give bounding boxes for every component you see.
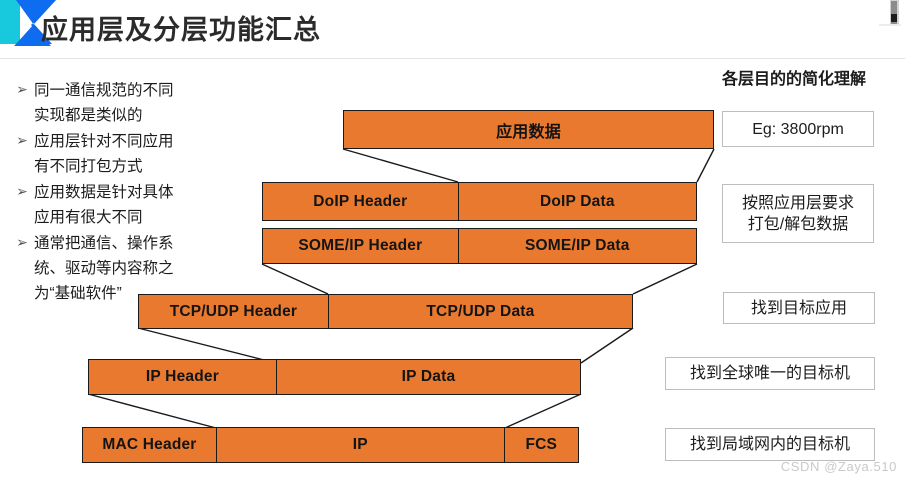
bullet-arrow-icon: ➢ bbox=[16, 82, 28, 98]
slide-header: 应用层及分层功能汇总 bbox=[0, 0, 905, 59]
pdu-cell-someip-header: SOME/IP Header bbox=[263, 229, 458, 263]
note-box-example: Eg: 3800rpm bbox=[722, 111, 874, 147]
note-box-application-layer: 按照应用层要求 打包/解包数据 bbox=[722, 184, 874, 243]
list-item-label: 同一通信规范的不同 实现都是类似的 bbox=[34, 82, 174, 124]
bullet-list: ➢ 同一通信规范的不同 实现都是类似的 ➢ 应用层针对不同应用 有不同打包方式 … bbox=[10, 78, 235, 307]
pdu-row-ip: IP Header IP Data bbox=[88, 359, 581, 395]
list-item-label: 应用数据是针对具体 应用有很大不同 bbox=[34, 184, 174, 226]
pdu-row-doip: DoIP Header DoIP Data bbox=[262, 182, 697, 221]
corner-logo-fragment-icon bbox=[879, 0, 901, 26]
bullet-arrow-icon: ➢ bbox=[16, 235, 28, 251]
list-item: ➢ 应用层针对不同应用 有不同打包方式 bbox=[10, 129, 235, 179]
pdu-cell-doip-header: DoIP Header bbox=[263, 183, 458, 220]
annotations-heading: 各层目的的简化理解 bbox=[722, 71, 867, 88]
list-item-label: 应用层针对不同应用 有不同打包方式 bbox=[34, 133, 174, 175]
watermark: CSDN @Zaya.510 bbox=[780, 459, 897, 474]
list-item: ➢ 应用数据是针对具体 应用有很大不同 bbox=[10, 180, 235, 230]
pdu-row-tcp-udp: TCP/UDP Header TCP/UDP Data bbox=[138, 294, 633, 329]
pdu-cell-someip-data: SOME/IP Data bbox=[457, 229, 696, 263]
pdu-cell-mac-fcs: FCS bbox=[503, 428, 578, 462]
pdu-cell-mac-header: MAC Header bbox=[83, 428, 216, 462]
header-divider bbox=[0, 58, 905, 59]
pdu-cell-doip-data: DoIP Data bbox=[457, 183, 696, 220]
bullet-arrow-icon: ➢ bbox=[16, 133, 28, 149]
pdu-cell-ip-data: IP Data bbox=[275, 360, 580, 394]
note-box-find-lan-host: 找到局域网内的目标机 bbox=[665, 428, 875, 461]
pdu-row-application-data: 应用数据 bbox=[343, 110, 714, 149]
bullet-arrow-icon: ➢ bbox=[16, 184, 28, 200]
list-item-label: 通常把通信、操作系 统、驱动等内容称之 为“基础软件” bbox=[34, 235, 174, 302]
pdu-cell-application-data: 应用数据 bbox=[344, 111, 713, 148]
pdu-cell-tcp-udp-header: TCP/UDP Header bbox=[139, 295, 328, 328]
pdu-cell-ip-header: IP Header bbox=[89, 360, 276, 394]
pdu-row-someip: SOME/IP Header SOME/IP Data bbox=[262, 228, 697, 264]
pdu-cell-tcp-udp-data: TCP/UDP Data bbox=[327, 295, 632, 328]
chevron-logo-icon bbox=[0, 0, 56, 46]
pdu-cell-mac-ip: IP bbox=[215, 428, 504, 462]
page-title: 应用层及分层功能汇总 bbox=[41, 15, 321, 45]
note-box-find-application: 找到目标应用 bbox=[723, 292, 875, 324]
note-box-find-global-host: 找到全球唯一的目标机 bbox=[665, 357, 875, 390]
list-item: ➢ 通常把通信、操作系 统、驱动等内容称之 为“基础软件” bbox=[10, 231, 235, 306]
pdu-row-mac: MAC Header IP FCS bbox=[82, 427, 579, 463]
list-item: ➢ 同一通信规范的不同 实现都是类似的 bbox=[10, 78, 235, 128]
